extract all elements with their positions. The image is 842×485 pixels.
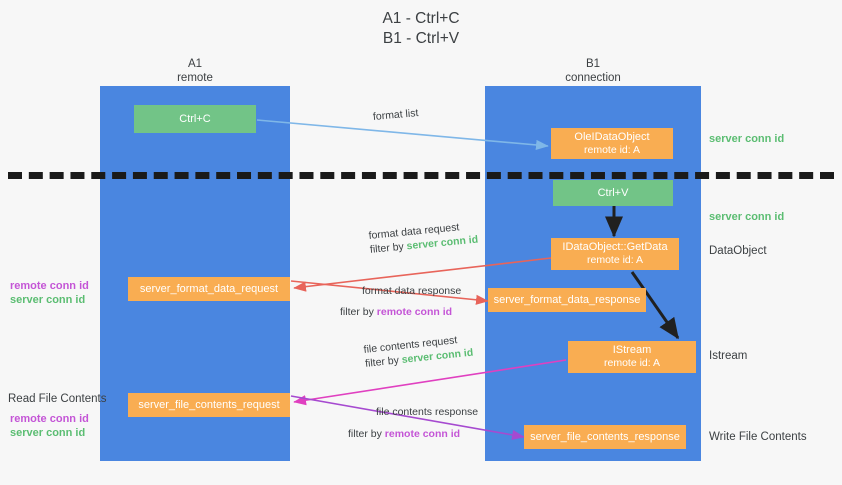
annotation-format-conn-ids: remote conn id server conn id <box>10 279 89 307</box>
edge-label-fdresp-filter-prefix: filter by <box>340 306 377 318</box>
annotation-write-file-contents: Write File Contents <box>709 431 807 443</box>
node-istream[interactable]: IStream remote id: A <box>568 341 696 373</box>
node-server-format-data-request-label: server_format_data_request <box>139 282 279 295</box>
edge-label-file-contents-request: file contents request filter by server c… <box>363 332 474 371</box>
annotation-read-remote-conn: remote conn id <box>10 413 89 425</box>
edge-label-fcresp-filter-prefix: filter by <box>348 428 385 440</box>
lane-b1-sub: connection <box>565 71 621 84</box>
node-ole-dataobject-label: OleIDataObject <box>574 130 650 143</box>
annotation-read-conn-ids: remote conn id server conn id <box>10 412 89 440</box>
lane-a1-sub: remote <box>177 71 213 84</box>
page-title: A1 - Ctrl+C B1 - Ctrl+V <box>0 9 842 49</box>
node-server-format-data-response-label: server_format_data_response <box>493 293 641 306</box>
annotation-read-server-conn: server conn id <box>10 427 86 439</box>
node-ctrl-v-label: Ctrl+V <box>597 186 629 199</box>
node-ctrl-c[interactable]: Ctrl+C <box>134 105 256 133</box>
edge-label-fdresp-filter-value: remote conn id <box>376 306 453 318</box>
node-server-file-contents-request-label: server_file_contents_request <box>138 398 280 411</box>
edge-label-file-contents-response: file contents response filter by remote … <box>348 405 479 441</box>
lane-b1-name: B1 <box>585 58 601 70</box>
edge-label-fcresp-line1: file contents response <box>376 406 479 418</box>
title-line-1: A1 - Ctrl+C <box>382 10 460 27</box>
edge-label-fdresp-line1: format data response <box>362 285 462 297</box>
edge-label-fdreq-filter-prefix: filter by <box>369 240 408 256</box>
node-ctrl-c-label: Ctrl+C <box>179 112 211 125</box>
annotation-server-conn-top: server conn id <box>709 133 785 145</box>
node-ole-dataobject[interactable]: OleIDataObject remote id: A <box>551 128 673 159</box>
annotation-dataobject: DataObject <box>709 245 767 257</box>
lane-header-a1: A1 remote <box>100 58 290 85</box>
node-istream-label: IStream <box>612 344 652 356</box>
node-server-file-contents-response-label: server_file_contents_response <box>530 430 680 443</box>
edge-label-format-data-response: format data response filter by remote co… <box>340 284 462 319</box>
annotation-read-file-contents: Read File Contents <box>8 393 107 405</box>
annotation-istream: Istream <box>709 350 748 362</box>
node-ctrl-v[interactable]: Ctrl+V <box>553 180 673 206</box>
node-getdata[interactable]: IDataObject::GetData remote id: A <box>551 238 679 270</box>
edge-label-fcresp-filter-value: remote conn id <box>384 428 461 440</box>
edge-label-format-list-text: format list <box>372 107 419 123</box>
node-server-file-contents-response[interactable]: server_file_contents_response <box>524 425 686 449</box>
node-server-format-data-request[interactable]: server_format_data_request <box>128 277 290 301</box>
node-server-format-data-response[interactable]: server_format_data_response <box>488 288 646 312</box>
annotation-format-server-conn: server conn id <box>10 294 86 306</box>
annotation-format-remote-conn: remote conn id <box>10 280 89 292</box>
edge-label-format-list: format list <box>372 106 419 124</box>
annotation-server-conn-mid: server conn id <box>709 211 785 223</box>
node-istream-id: remote id: A <box>603 357 661 369</box>
lane-a1-name: A1 <box>187 58 203 70</box>
edge-label-format-data-request: format data request filter by server con… <box>368 219 479 257</box>
edge-label-fcreq-filter-prefix: filter by <box>364 354 403 370</box>
phase-divider <box>8 172 834 179</box>
node-getdata-id: remote id: A <box>586 254 644 266</box>
edge-label-fcresp-filter: filter by remote conn id <box>348 427 478 441</box>
node-server-file-contents-request[interactable]: server_file_contents_request <box>128 393 290 417</box>
title-line-2: B1 - Ctrl+V <box>382 30 460 47</box>
lane-header-b1: B1 connection <box>485 58 701 85</box>
edge-label-fdresp-filter: filter by remote conn id <box>340 305 461 319</box>
node-getdata-label: IDataObject::GetData <box>562 241 668 253</box>
node-ole-dataobject-id: remote id: A <box>583 143 641 156</box>
